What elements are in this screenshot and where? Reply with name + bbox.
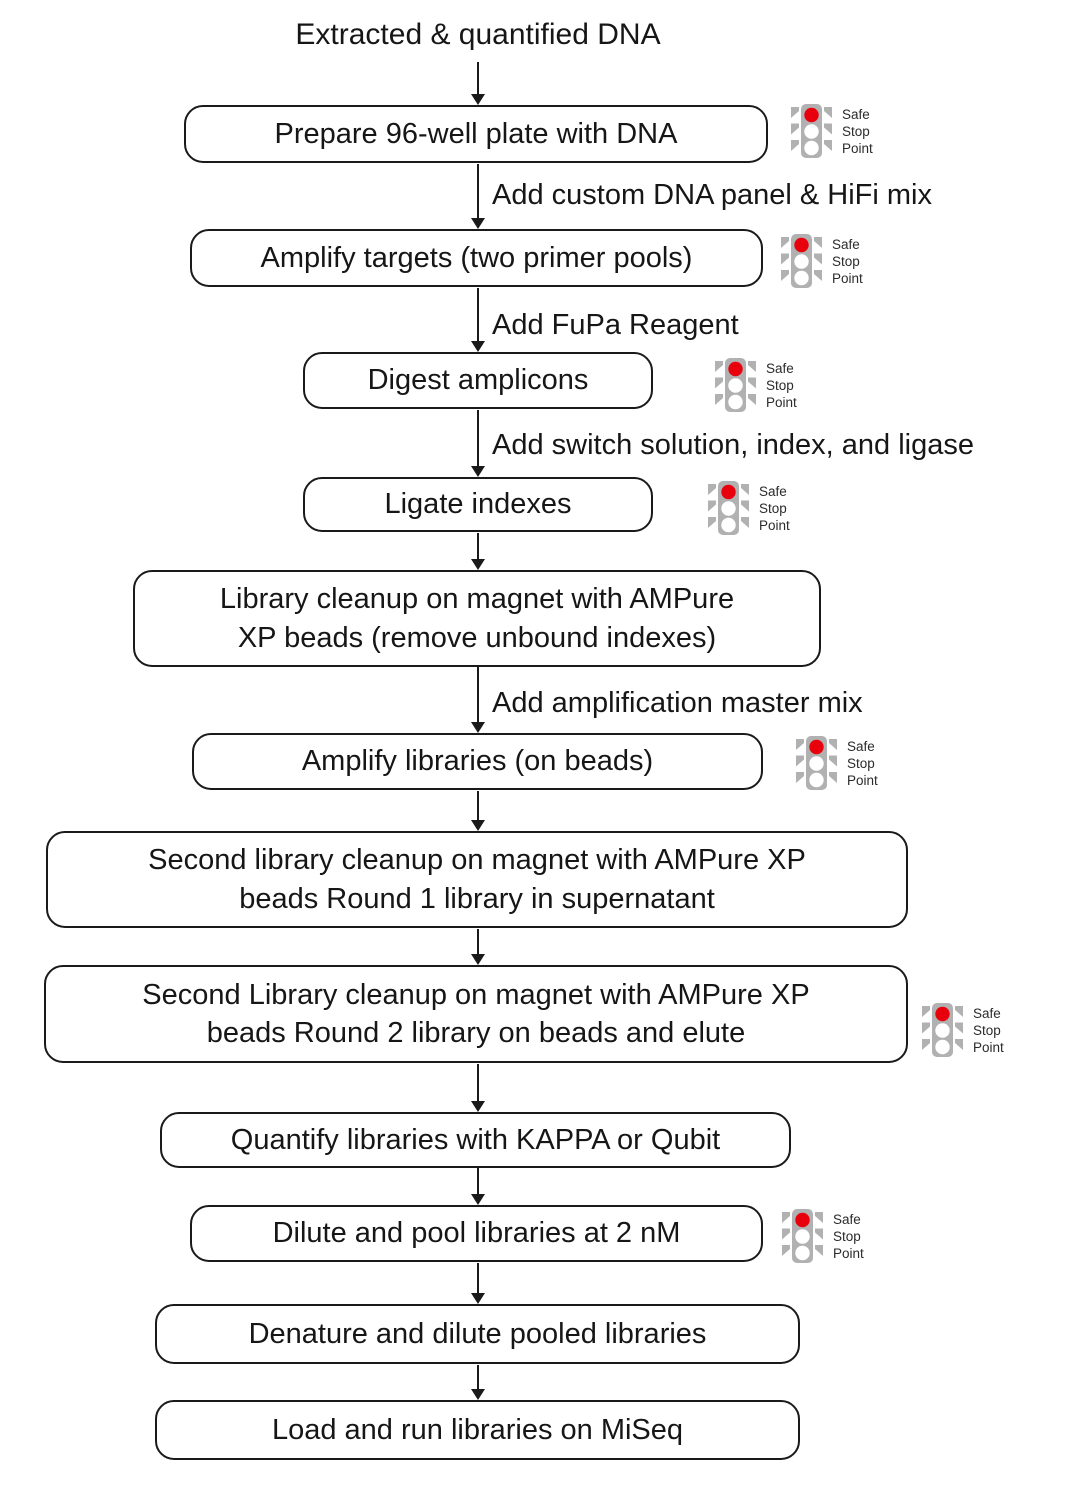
safe-stop-point-label: Safe Stop Point [833, 1212, 864, 1261]
traffic-light-icon [791, 104, 832, 158]
traffic-light-icon [922, 1003, 963, 1057]
edge-label-switch-index-ligase: Add switch solution, index, and ligase [492, 429, 975, 461]
red-light [794, 237, 809, 253]
flow-arrow [477, 1064, 479, 1101]
safe-stop-point-label: Safe Stop Point [847, 739, 878, 788]
step-denature-dilute: Denature and dilute pooled libraries [155, 1304, 800, 1364]
step-amplify-targets: Amplify targets (two primer pools) [190, 229, 763, 287]
safe-stop-point-badge: Safe Stop Point [793, 734, 878, 792]
flow-arrow [477, 164, 479, 218]
step-amplify-libraries: Amplify libraries (on beads) [192, 733, 763, 790]
traffic-light-icon [796, 736, 837, 790]
safe-stop-point-badge: Safe Stop Point [712, 356, 797, 414]
flow-arrow [477, 667, 479, 722]
flow-arrow [477, 62, 479, 94]
step-quantify-libraries: Quantify libraries with KAPPA or Qubit [160, 1112, 791, 1168]
safe-stop-point-label: Safe Stop Point [842, 107, 873, 156]
step-second-cleanup-round1: Second library cleanup on magnet with AM… [46, 831, 908, 928]
safe-stop-point-badge: Safe Stop Point [788, 102, 873, 160]
red-light [809, 739, 824, 755]
traffic-light-icon [782, 1209, 823, 1263]
flow-arrow [477, 410, 479, 466]
flow-arrow [477, 1365, 479, 1389]
safe-stop-point-label: Safe Stop Point [759, 484, 790, 533]
step-prepare-plate: Prepare 96-well plate with DNA [184, 105, 768, 163]
red-light [935, 1006, 950, 1022]
step-dilute-pool: Dilute and pool libraries at 2 nM [190, 1205, 763, 1262]
step-line: beads Round 1 library in supernatant [239, 882, 715, 915]
flow-arrow [477, 1263, 479, 1293]
edge-label-fupa-reagent: Add FuPa Reagent [492, 309, 739, 341]
red-light [728, 361, 743, 377]
red-light [795, 1212, 810, 1228]
flow-arrow [477, 791, 479, 820]
step-line: Second library cleanup on magnet with AM… [148, 844, 806, 877]
step-digest-amplicons: Digest amplicons [303, 352, 653, 409]
flow-arrow [477, 1168, 479, 1194]
step-load-run-miseq: Load and run libraries on MiSeq [155, 1400, 800, 1460]
safe-stop-point-badge: Safe Stop Point [705, 479, 790, 537]
traffic-light-icon [781, 234, 822, 288]
step-second-cleanup-round2: Second Library cleanup on magnet with AM… [44, 965, 908, 1063]
safe-stop-point-label: Safe Stop Point [832, 237, 863, 286]
step-line: beads Round 2 library on beads and elute [206, 1017, 746, 1049]
safe-stop-point-badge: Safe Stop Point [778, 232, 863, 290]
edge-label-custom-panel: Add custom DNA panel & HiFi mix [492, 179, 932, 211]
step-line: Second Library cleanup on magnet with AM… [142, 978, 810, 1011]
step-line: XP beads (remove unbound indexes) [237, 621, 717, 654]
safe-stop-point-label: Safe Stop Point [973, 1006, 1004, 1055]
safe-stop-point-badge: Safe Stop Point [919, 1001, 1004, 1059]
red-light [721, 484, 736, 500]
flow-arrow [477, 288, 479, 341]
traffic-light-icon [715, 358, 756, 412]
edge-label-master-mix: Add amplification master mix [492, 687, 863, 719]
flow-arrow [477, 929, 479, 954]
flow-arrow [477, 533, 479, 559]
step-ligate-indexes: Ligate indexes [303, 477, 653, 532]
diagram-title: Extracted & quantified DNA [295, 18, 661, 51]
red-light [804, 107, 819, 123]
safe-stop-point-badge: Safe Stop Point [779, 1207, 864, 1265]
safe-stop-point-label: Safe Stop Point [766, 361, 797, 410]
step-library-cleanup: Library cleanup on magnet with AMPure XP… [133, 570, 821, 667]
traffic-light-icon [708, 481, 749, 535]
step-line: Library cleanup on magnet with AMPure [219, 583, 735, 616]
